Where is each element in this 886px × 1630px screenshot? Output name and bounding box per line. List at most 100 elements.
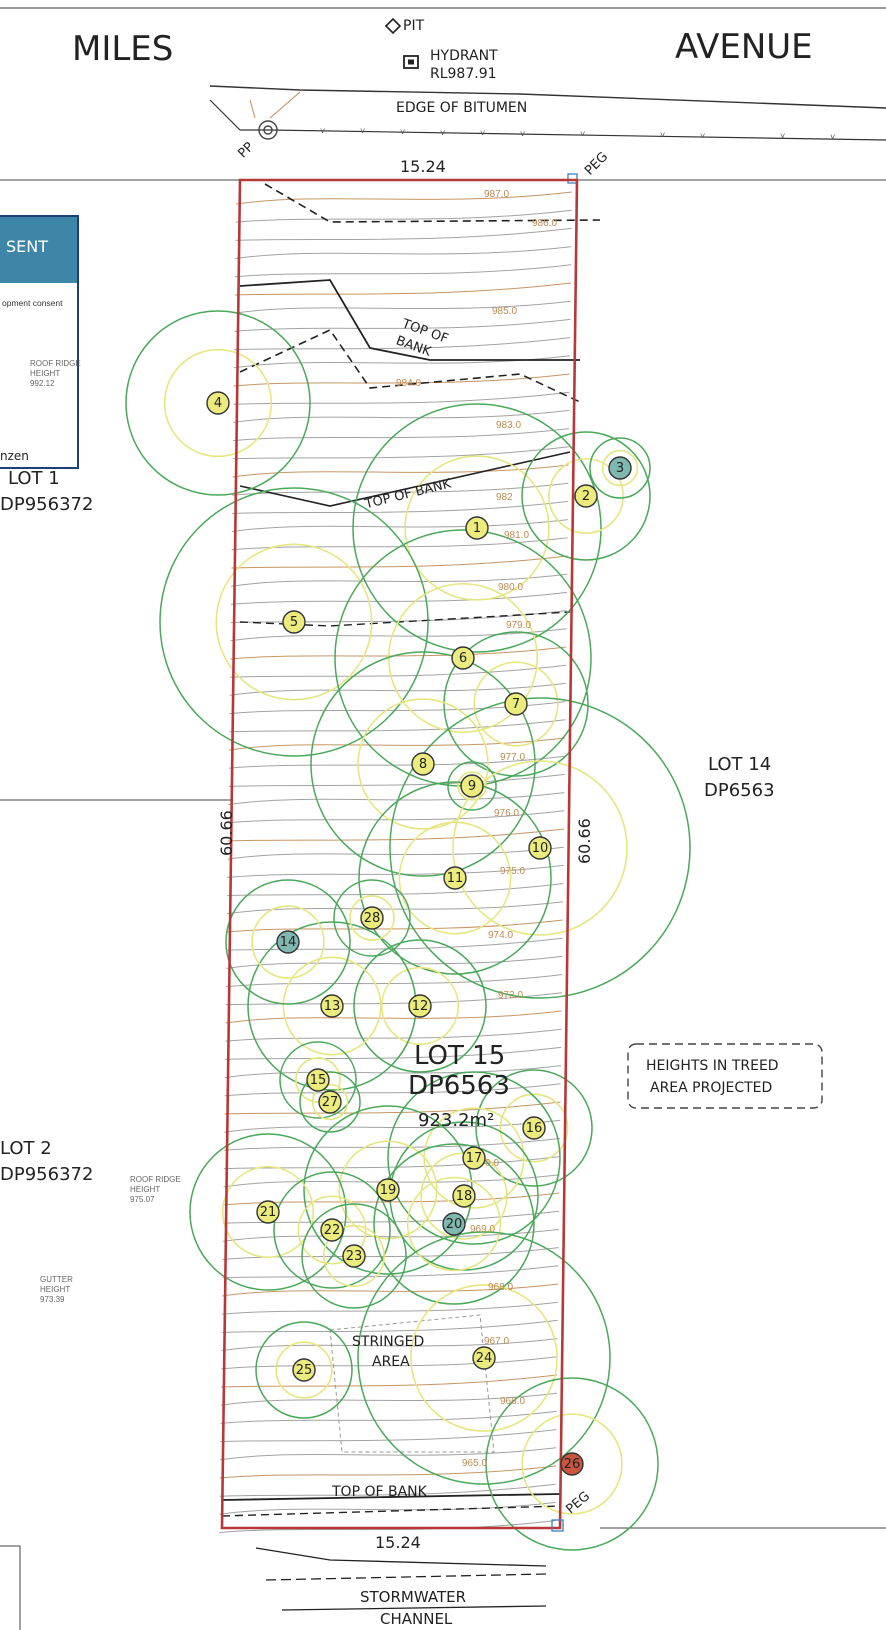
contour-label: 987.0 (484, 189, 509, 200)
pp-label: PP (235, 140, 257, 162)
tree-root-zone (297, 1195, 367, 1265)
svg-text:˅: ˅ (700, 131, 705, 141)
tree-root-zone (473, 661, 559, 747)
tree-marker-5[interactable]: 5 (282, 610, 306, 634)
tree-number: 13 (324, 999, 341, 1014)
tree-number: 3 (616, 461, 624, 476)
stringed-area-boundary (329, 1314, 495, 1453)
tree-root-zone (338, 1140, 438, 1240)
panel-line: opment consent (2, 298, 63, 308)
tree-marker-24[interactable]: 24 (472, 1346, 496, 1370)
street-name-left: MILES (72, 29, 173, 69)
tree-marker-21[interactable]: 21 (256, 1200, 280, 1224)
contour-label: 983.0 (496, 420, 521, 431)
tree-marker-11[interactable]: 11 (443, 866, 467, 890)
tree-root-zone (410, 1284, 558, 1432)
contour-label: 966.0 (500, 1396, 525, 1407)
tree-marker-27[interactable]: 27 (318, 1090, 342, 1114)
gutter-height-label: HEIGHT (40, 1285, 70, 1294)
dim-bottom: 15.24 (375, 1533, 421, 1552)
tree-marker-17[interactable]: 17 (462, 1146, 486, 1170)
street-name-right: AVENUE (675, 27, 813, 67)
contour-label: 977.0 (500, 752, 525, 763)
tree-marker-22[interactable]: 22 (320, 1218, 344, 1242)
panel-foot: nzen (0, 449, 29, 463)
tree-canopy (225, 879, 351, 1005)
svg-text:˅: ˅ (660, 130, 665, 140)
tree-marker-26[interactable]: 26 (560, 1452, 584, 1476)
svg-text:˅: ˅ (480, 128, 485, 138)
roof-ridge-label-1: ROOF RIDGE (30, 359, 81, 368)
hydrant-icon (403, 55, 419, 69)
tree-marker-18[interactable]: 18 (452, 1184, 476, 1208)
tree-number: 15 (310, 1073, 327, 1088)
tree-number: 14 (280, 935, 297, 950)
peg-icon-bottom (551, 1519, 564, 1532)
lot15-dp: DP6563 (408, 1071, 510, 1101)
contour-label: 979.0 (506, 620, 531, 631)
tree-number: 2 (582, 489, 590, 504)
tree-marker-15[interactable]: 15 (306, 1068, 330, 1092)
tree-number: 16 (526, 1121, 543, 1136)
tree-root-zone (282, 956, 382, 1056)
tree-number: 11 (447, 871, 464, 886)
tree-marker-12[interactable]: 12 (408, 994, 432, 1018)
tree-marker-3[interactable]: 3 (608, 456, 632, 480)
peg-icon-top (567, 173, 578, 184)
tree-root-zone (404, 455, 550, 601)
tree-canopy (485, 1377, 659, 1551)
tree-canopy (443, 631, 589, 777)
tree-canopy (447, 761, 497, 811)
gutter-label: GUTTER (40, 1275, 73, 1284)
heights-note-1: HEIGHTS IN TREED (646, 1058, 779, 1074)
tree-marker-28[interactable]: 28 (360, 906, 384, 930)
svg-text:˅: ˅ (580, 129, 585, 139)
dim-right: 60.66 (575, 818, 594, 864)
tree-canopy (475, 1069, 593, 1187)
tree-marker-6[interactable]: 6 (451, 646, 475, 670)
gutter-value: 973.39 (40, 1295, 65, 1304)
tree-number: 28 (364, 911, 381, 926)
contour-label: 973.0 (498, 990, 523, 1001)
tree-canopy (279, 1041, 357, 1119)
tree-marker-8[interactable]: 8 (411, 752, 435, 776)
pit-icon (384, 17, 402, 35)
tree-marker-2[interactable]: 2 (574, 484, 598, 508)
tree-marker-7[interactable]: 7 (504, 692, 528, 716)
tree-marker-16[interactable]: 16 (522, 1116, 546, 1140)
tree-marker-25[interactable]: 25 (292, 1358, 316, 1382)
lot15-area: 923.2m² (418, 1110, 494, 1131)
top-of-bank-label-3: TOP OF BANK (331, 1484, 428, 1500)
tree-canopy (301, 1203, 407, 1309)
tree-number: 4 (214, 396, 222, 411)
tree-number: 22 (324, 1223, 341, 1238)
tree-marker-20[interactable]: 20 (442, 1212, 466, 1236)
panel-title: SENT (6, 237, 48, 256)
tree-marker-19[interactable]: 19 (376, 1178, 400, 1202)
tree-number: 20 (446, 1217, 463, 1232)
tree-canopy (353, 939, 487, 1073)
channel-label: CHANNEL (380, 1610, 453, 1628)
tree-markers: 1234567891011121314151617181920212223242… (206, 391, 632, 1476)
tree-marker-14[interactable]: 14 (276, 930, 300, 954)
tree-marker-23[interactable]: 23 (342, 1244, 366, 1268)
tree-marker-4[interactable]: 4 (206, 391, 230, 415)
tree-root-zone (457, 771, 487, 801)
svg-text:˅: ˅ (320, 126, 325, 136)
tree-marker-10[interactable]: 10 (528, 836, 552, 860)
tree-marker-13[interactable]: 13 (320, 994, 344, 1018)
lot14-dp: DP6563 (704, 780, 775, 801)
tree-root-zone (163, 348, 273, 458)
tree-number: 25 (296, 1363, 313, 1378)
tree-canopy (189, 1133, 347, 1291)
contour-label: 976.0 (494, 808, 519, 819)
tree-marker-9[interactable]: 9 (460, 774, 484, 798)
tree-number: 19 (380, 1183, 397, 1198)
tree-root-zone (215, 543, 373, 701)
tree-root-zone (548, 458, 624, 534)
tree-root-zone (295, 1057, 341, 1103)
tree-marker-1[interactable]: 1 (465, 516, 489, 540)
dim-top: 15.24 (400, 157, 446, 176)
tree-root-zone (275, 1341, 333, 1399)
